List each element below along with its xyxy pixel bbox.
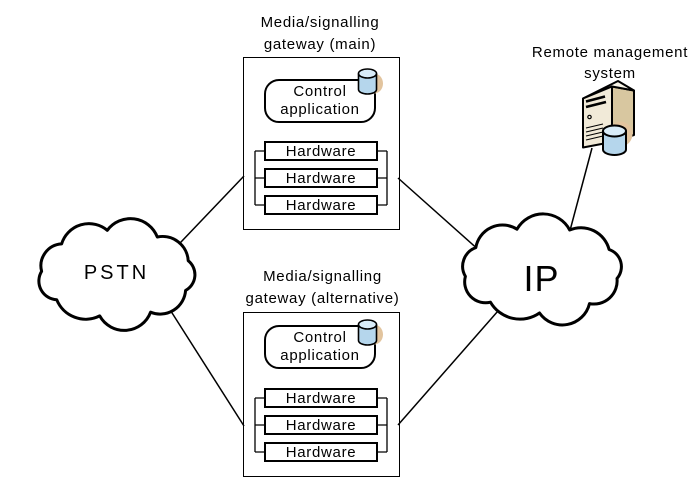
drive-bay-line	[585, 95, 606, 103]
hardware-label: Hardware	[285, 196, 357, 214]
remote-title-line1: Remote management	[531, 44, 689, 61]
link-remote-ip	[567, 147, 593, 239]
drive-bay-line	[585, 100, 607, 109]
database-icon-main	[357, 68, 383, 95]
vent-line	[585, 127, 604, 133]
link-gateway-alt-ip	[397, 302, 506, 426]
gateway-main-hardware-3: Hardware	[264, 195, 378, 215]
gateway-alt-control-box: Control application	[264, 325, 376, 369]
gateway-alt-title-line1: Media/signalling	[263, 268, 382, 285]
gateway-alt-title-line2: gateway (alternative)	[245, 290, 400, 307]
gateway-alt-hardware-3: Hardware	[264, 442, 378, 462]
gateway-main-title-line1: Media/signalling	[260, 14, 380, 31]
gateway-main-title-line2: gateway (main)	[263, 36, 377, 53]
database-icon-alt	[357, 319, 383, 346]
database-body	[602, 131, 627, 156]
bracket-alt-left	[254, 397, 264, 453]
gateway-alt-hardware-1: Hardware	[264, 388, 378, 408]
gateway-main-box: Control application Hardware Hardware Ha…	[243, 57, 400, 230]
bracket-alt-right	[378, 397, 388, 453]
gateway-main-hardware-2: Hardware	[264, 168, 378, 188]
pstn-cloud	[37, 217, 197, 332]
gateway-alt-hardware-2: Hardware	[264, 415, 378, 435]
ip-cloud	[461, 212, 623, 327]
hardware-brackets	[254, 150, 388, 453]
hardware-label: Hardware	[285, 443, 357, 461]
database-top	[602, 124, 627, 138]
server-power-button	[587, 114, 592, 120]
gateway-alt-box: Control application Hardware Hardware Ha…	[243, 312, 400, 477]
vent-line	[585, 135, 604, 141]
gateway-main-hardware-1: Hardware	[264, 141, 378, 161]
database-top	[357, 319, 378, 330]
ip-label: IP	[523, 258, 560, 299]
remote-title-line2: system	[584, 65, 636, 82]
hardware-label: Hardware	[285, 416, 357, 434]
server-database-icon	[602, 124, 627, 156]
vent-line	[585, 131, 604, 137]
pstn-label: PSTN	[83, 262, 150, 284]
hardware-label: Hardware	[285, 142, 357, 160]
hardware-label: Hardware	[285, 169, 357, 187]
bracket-main-right	[378, 150, 388, 206]
database-body	[357, 324, 378, 346]
gateway-main-control-box: Control application	[264, 79, 376, 123]
bracket-main-left	[254, 150, 264, 206]
hardware-label: Hardware	[285, 389, 357, 407]
server-drive-bays	[585, 95, 607, 109]
control-application-label: Control application	[280, 329, 360, 364]
control-application-label: Control application	[280, 83, 360, 118]
database-body	[357, 73, 378, 95]
server-vents	[585, 123, 604, 141]
gateway-main-title: Media/signalling gateway (main)	[230, 12, 410, 56]
database-top	[357, 68, 378, 79]
gateway-alt-title: Media/signalling gateway (alternative)	[230, 266, 415, 310]
vent-line	[585, 123, 604, 129]
remote-management-title: Remote management system	[520, 42, 695, 84]
